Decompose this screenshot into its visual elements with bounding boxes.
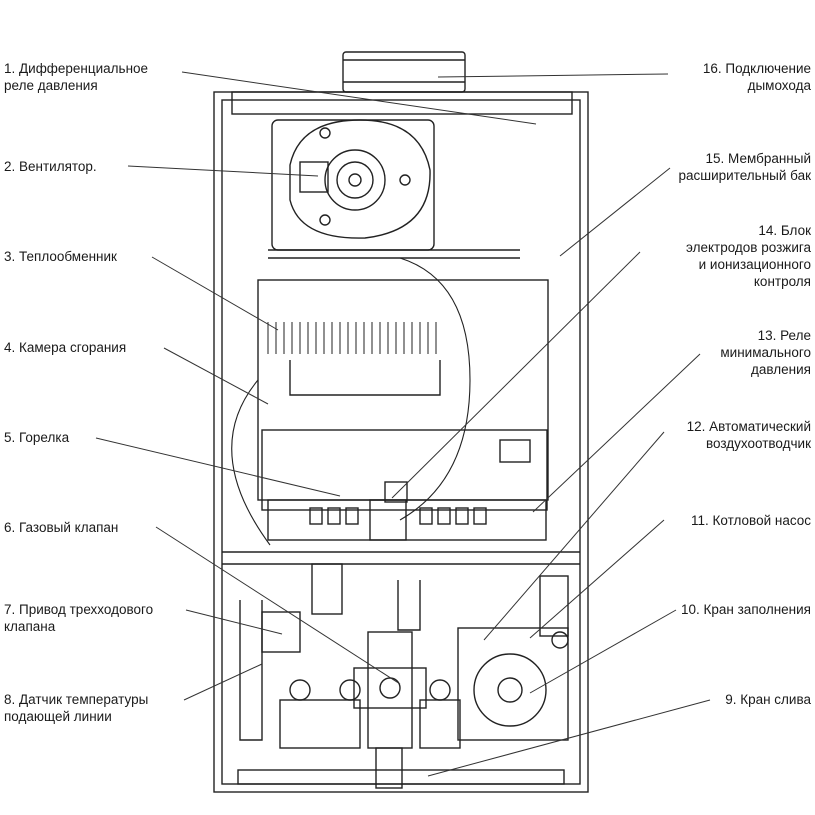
label-min-pressure-relay: 13. Реле минимального давления: [720, 328, 811, 377]
label-flow-temperature-sensor: 8. Датчик температуры подающей линии: [4, 692, 149, 724]
fan-unit: [268, 119, 520, 259]
burner: [267, 481, 547, 541]
label-differential-pressure-relay: 1. Дифференциальное реле давления: [4, 61, 149, 93]
boiler-housing: [213, 91, 589, 793]
label-heat-exchanger: 3. Теплообменник: [4, 249, 117, 264]
label-boiler-pump: 11. Котловой насос: [691, 513, 811, 528]
pipes: [239, 563, 569, 741]
flue-connection: [342, 51, 466, 93]
gas-valve: [353, 631, 427, 789]
label-gas-valve: 6. Газовый клапан: [4, 520, 119, 535]
label-drain-valve: 9. Кран слива: [725, 692, 811, 707]
label-ignition-electrodes: 14. Блок электродов розжига и ионизацион…: [685, 223, 811, 289]
label-fan: 2. Вентилятор.: [4, 159, 97, 174]
heat-exchanger: [257, 279, 549, 501]
label-three-way-valve-drive: 7. Привод трехходового клапана: [4, 602, 154, 634]
boiler-pump: [457, 627, 569, 741]
label-burner: 5. Горелка: [4, 430, 70, 445]
leader-lines: [95, 71, 711, 777]
label-combustion-chamber: 4. Камера сгорания: [4, 340, 127, 355]
three-way-valve-actuator: [261, 611, 301, 653]
label-fill-valve: 10. Кран заполнения: [681, 602, 811, 617]
expansion-tank: [399, 257, 471, 521]
bottom-fittings: [279, 679, 461, 749]
label-air-vent: 12. Автоматический воздухоотводчик: [686, 419, 811, 451]
label-flue-connection: 16. Подключение дымохода: [702, 61, 811, 93]
combustion-chamber: [261, 429, 548, 511]
label-expansion-tank: 15. Мембранный расширительный бак: [678, 151, 811, 183]
